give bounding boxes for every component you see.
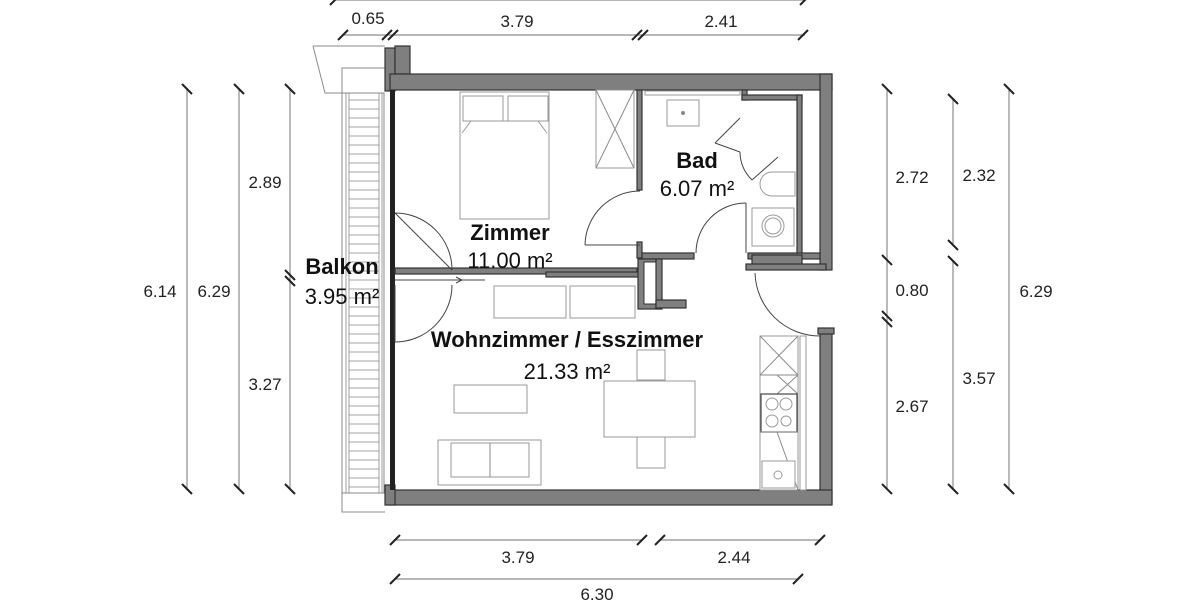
- room-name-balkon: Balkon: [305, 254, 378, 279]
- kitchen-icon: [759, 335, 807, 491]
- room-area-zimmer: 11.00 m²: [467, 248, 552, 273]
- dim-left-lower: 3.27: [248, 375, 281, 394]
- room-name-zimmer: Zimmer: [470, 220, 550, 245]
- dim-top-bad: 2.41: [704, 12, 737, 31]
- dim-right-total: 6.29: [1019, 282, 1052, 301]
- washing-machine-icon: [751, 207, 795, 247]
- sink-icon: [644, 90, 741, 127]
- dim-bottom-kitchen: 2.44: [717, 548, 750, 567]
- room-labels: Zimmer 11.00 m² Bad 6.07 m² Balkon 3.95 …: [305, 148, 735, 384]
- sideboard-icon: [493, 285, 636, 319]
- dim-bottom-total: 6.30: [580, 585, 613, 600]
- room-name-bad: Bad: [676, 148, 718, 173]
- dim-bottom-living: 3.79: [501, 548, 534, 567]
- dim-left-outer: 6.14: [143, 282, 176, 301]
- furniture: [437, 89, 807, 491]
- room-area-wohnzimmer: 21.33 m²: [524, 359, 611, 384]
- dim-top-balcony: 0.65: [351, 9, 384, 28]
- wardrobe-icon: [595, 89, 635, 169]
- dimension-top: 0.65 3.79 2.41: [329, 0, 809, 41]
- dim-right-lower: 3.57: [962, 369, 995, 388]
- sofa-icon: [437, 439, 542, 486]
- coffee-table-icon: [453, 384, 528, 414]
- room-area-bad: 6.07 m²: [660, 176, 735, 201]
- room-name-wohnzimmer: Wohnzimmer / Esszimmer: [431, 327, 704, 352]
- dim-right-bad: 2.72: [895, 168, 928, 187]
- dim-left-total: 6.29: [197, 282, 230, 301]
- dim-right-upper: 2.32: [962, 166, 995, 185]
- balcony: [312, 45, 385, 513]
- bed-icon: [459, 91, 550, 220]
- dim-top-zimmer: 3.79: [500, 12, 533, 31]
- dim-right-door: 0.80: [895, 281, 928, 300]
- dim-left-upper: 2.89: [248, 173, 281, 192]
- toilet-icon: [759, 171, 796, 197]
- walls: [384, 45, 835, 506]
- dining-table-icon: [603, 349, 696, 469]
- dimension-right: 2.72 0.80 2.67 2.32 3.57 6.29: [881, 83, 1053, 495]
- dimension-left: 6.14 6.29 2.89 3.27: [143, 83, 296, 495]
- dimension-bottom: 3.79 2.44 6.30: [389, 534, 826, 600]
- room-area-balkon: 3.95 m²: [305, 284, 380, 309]
- doors: [394, 117, 821, 343]
- dim-right-kitchen: 2.67: [895, 397, 928, 416]
